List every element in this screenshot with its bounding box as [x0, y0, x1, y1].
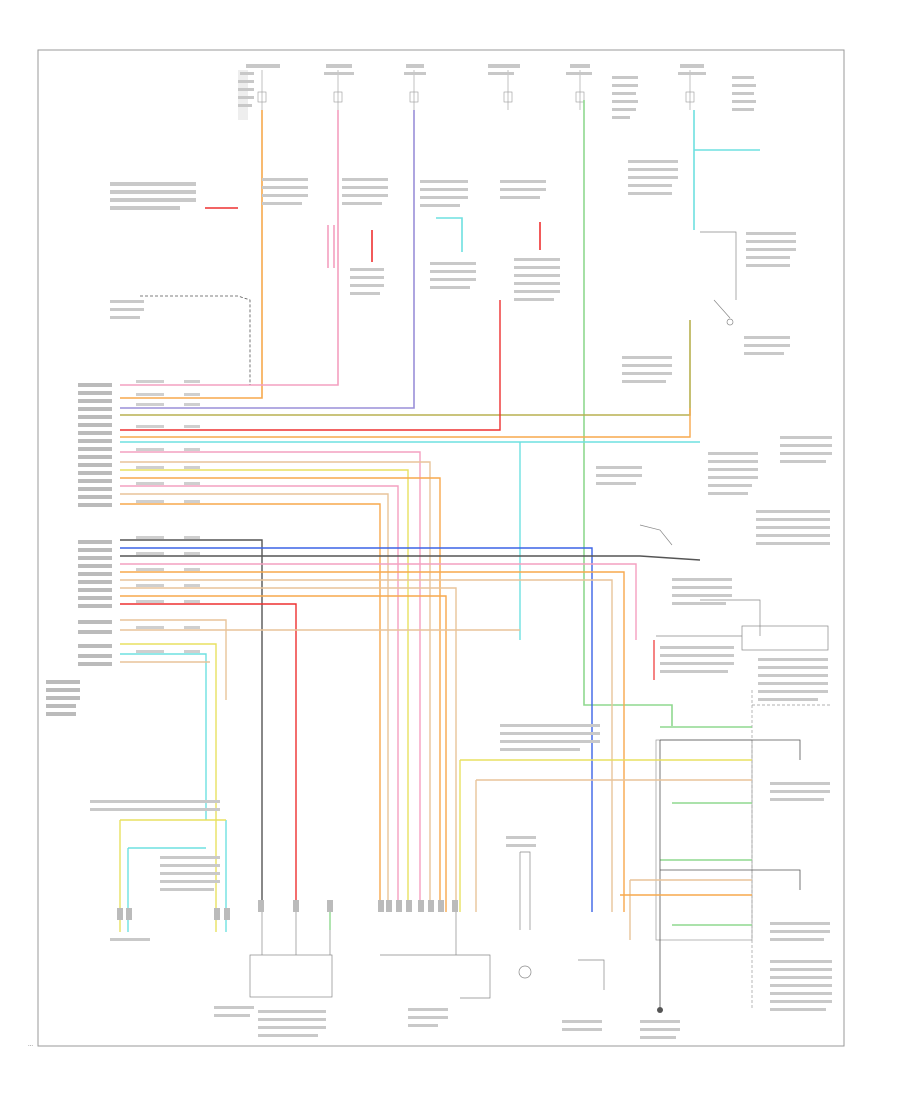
wire-gray-left	[140, 295, 251, 385]
fuse-columns	[238, 70, 695, 120]
instrument-cluster	[380, 912, 491, 999]
fuse-6	[685, 70, 695, 110]
left-connector-labels	[46, 383, 112, 716]
fuse-5	[575, 70, 585, 110]
wire-pink-top	[120, 110, 339, 386]
right-side-components	[639, 231, 829, 680]
transfer-case-motor-encoder	[655, 739, 753, 941]
fuse-4	[503, 70, 513, 110]
fuse-2	[333, 70, 343, 110]
wire-cyan-stub	[436, 217, 463, 252]
encoder-wires	[459, 726, 801, 990]
wire-olive	[120, 320, 691, 416]
diagram-code: ...	[28, 1042, 34, 1048]
wire-light-green	[583, 100, 673, 726]
bottom-pin-markers	[117, 900, 458, 920]
g107-ground	[657, 990, 663, 1013]
fuse-1	[238, 70, 267, 120]
fuse-3	[409, 70, 419, 110]
diagram-border	[37, 49, 845, 1047]
data-link-connector	[249, 912, 333, 998]
wire-code-labels	[136, 380, 200, 653]
top-connector-bus	[120, 300, 700, 912]
wire-pink-branch	[327, 225, 335, 268]
wire-violet-top	[120, 110, 415, 409]
wire-orange-top	[120, 110, 263, 399]
shift-on-the-fly-switch	[578, 959, 605, 990]
relay-switch	[700, 231, 737, 319]
relay-box	[741, 625, 829, 651]
4x4-low-indicator	[518, 851, 532, 979]
vertical-wires	[120, 100, 760, 726]
component-captions	[90, 160, 832, 1039]
fuse-labels	[238, 64, 756, 119]
bottom-connector-bus	[120, 539, 701, 912]
